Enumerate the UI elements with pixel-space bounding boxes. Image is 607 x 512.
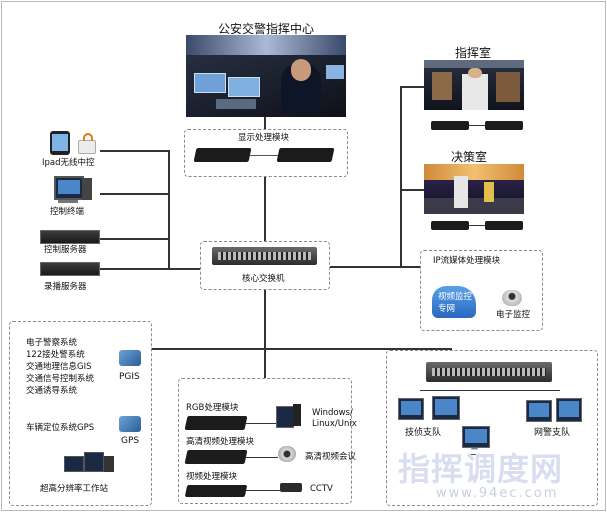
gps-server-icon bbox=[119, 416, 141, 432]
dome-camera-icon bbox=[502, 290, 522, 306]
source-label-hd-conference: 高清视频会议 bbox=[305, 452, 357, 462]
module-label-video: 视频处理模块 bbox=[186, 472, 238, 482]
device-label-terminal: 控制终端 bbox=[50, 207, 85, 217]
brigade-label-partial: 二 bbox=[470, 448, 480, 458]
connector-line bbox=[100, 150, 168, 152]
pc-monitor-icon bbox=[462, 426, 490, 448]
connector-line bbox=[264, 348, 266, 378]
monitor-icon bbox=[84, 452, 104, 472]
device-label-ipad: Ipad无线中控 bbox=[42, 158, 95, 168]
command-center-title: 公安交警指挥中心 bbox=[218, 22, 315, 36]
receiver-unit bbox=[431, 121, 469, 130]
command-center-photo bbox=[186, 35, 346, 117]
tower-icon bbox=[293, 404, 301, 426]
processor-unit bbox=[193, 148, 252, 162]
pgis-system-item: 交通诱导系统 bbox=[26, 386, 78, 396]
connector-line bbox=[469, 125, 485, 126]
gps-label: GPS bbox=[121, 436, 140, 446]
e-monitor-label: 电子监控 bbox=[496, 310, 531, 320]
display-module-label: 显示处理模块 bbox=[238, 133, 290, 143]
connector-line bbox=[400, 86, 424, 88]
server-icon bbox=[40, 262, 100, 276]
brigade-label-cyber: 网警支队 bbox=[534, 428, 571, 438]
modules-box bbox=[178, 378, 352, 504]
pgis-system-item: 电子警察系统 bbox=[26, 338, 78, 348]
pgis-system-item: 122接处警系统 bbox=[26, 350, 85, 360]
computer-icon bbox=[54, 176, 84, 200]
module-label-rgb: RGB处理模块 bbox=[186, 403, 239, 413]
connector-line bbox=[400, 189, 424, 191]
receiver-unit bbox=[485, 221, 523, 230]
monitor-icon bbox=[64, 456, 84, 472]
watermark-logo: 指挥调度网 bbox=[398, 450, 564, 488]
tower-icon bbox=[104, 456, 114, 472]
connector-line bbox=[264, 117, 266, 129]
core-switch-label: 核心交换机 bbox=[242, 274, 285, 284]
receiver-unit bbox=[485, 121, 523, 130]
brigade-label-tech: 技侦支队 bbox=[405, 428, 442, 438]
source-label-cctv: CCTV bbox=[310, 484, 333, 494]
watermark-url: www.94ec.com bbox=[436, 486, 559, 501]
connector-line bbox=[100, 193, 168, 195]
decision-room-photo bbox=[424, 164, 524, 214]
decision-room-title: 决策室 bbox=[451, 150, 488, 164]
command-room-photo bbox=[424, 60, 524, 110]
connector-line bbox=[264, 175, 266, 241]
wifi-router-icon bbox=[78, 133, 96, 154]
switch-icon bbox=[426, 362, 552, 382]
connector-line bbox=[250, 155, 278, 156]
processor-unit bbox=[276, 148, 335, 162]
module-label-hd-video: 高清视频处理模块 bbox=[186, 437, 255, 447]
video-conf-camera-icon bbox=[278, 446, 296, 462]
processor-unit bbox=[184, 450, 248, 464]
pc-monitor-icon bbox=[276, 406, 294, 428]
connector-line bbox=[420, 390, 560, 391]
receiver-unit bbox=[431, 221, 469, 230]
pgis-label: PGIS bbox=[119, 372, 140, 382]
connector-line bbox=[246, 490, 280, 491]
workstation-label: 超高分辨率工作站 bbox=[40, 484, 109, 494]
server-icon bbox=[40, 230, 100, 244]
pc-monitor-icon bbox=[432, 396, 460, 420]
video-network-label: 视频监控专网 bbox=[438, 292, 473, 314]
connector-line bbox=[150, 348, 450, 350]
connector-line bbox=[264, 288, 266, 378]
processor-unit bbox=[184, 416, 248, 430]
connector-line bbox=[100, 268, 200, 270]
ipad-icon bbox=[50, 131, 70, 155]
command-room-title: 指挥室 bbox=[455, 46, 492, 60]
systems-box bbox=[9, 321, 152, 506]
connector-line bbox=[246, 423, 276, 424]
pgis-system-item: 交通信号控制系统 bbox=[26, 374, 95, 384]
cctv-camera-icon bbox=[280, 483, 302, 492]
pgis-server-icon bbox=[119, 350, 141, 366]
connector-line bbox=[168, 150, 170, 268]
processor-unit bbox=[184, 485, 248, 497]
connector-line bbox=[400, 86, 402, 266]
connector-line bbox=[246, 457, 278, 458]
connector-line bbox=[100, 238, 168, 240]
connector-line bbox=[328, 266, 420, 268]
pgis-system-item: 交通地理信息GIS bbox=[26, 362, 92, 372]
source-label-windows: Windows/ Linux/Unix bbox=[312, 408, 357, 429]
device-label-control-server: 控制服务器 bbox=[44, 245, 87, 255]
connector-line bbox=[469, 225, 485, 226]
cloud-network-icon bbox=[432, 286, 476, 318]
device-label-recording-server: 录播服务器 bbox=[44, 282, 87, 292]
ip-stream-module-label: IP流媒体处理模块 bbox=[433, 256, 501, 266]
pc-monitor-icon bbox=[398, 398, 424, 420]
pc-monitor-icon bbox=[556, 398, 582, 422]
pc-monitor-icon bbox=[526, 400, 552, 422]
tower-icon bbox=[82, 178, 92, 200]
keyboard-icon bbox=[58, 200, 78, 203]
switch-icon bbox=[212, 247, 317, 265]
gps-system-label: 车辆定位系统GPS bbox=[26, 423, 95, 433]
